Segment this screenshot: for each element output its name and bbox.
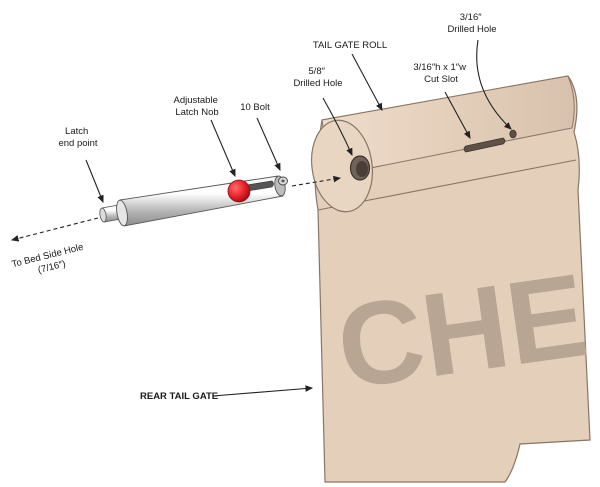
label-bolt: 10 Bolt [240,102,270,113]
label-large-drilled-hole: 5/8″ Drilled Hole [293,66,342,89]
rear-tail-gate-panel: CHE [311,75,595,483]
leader-large-hole [322,97,353,157]
leader-tail-gate-roll [351,53,383,111]
label-bed-side-hole: To Bed Side Hole (7/16″) [11,241,90,282]
leader-bolt [256,117,281,172]
leader-cut-slot [444,91,471,139]
label-rear-tail-gate: REAR TAIL GATE [140,391,218,402]
leader-latch-nob [210,119,236,178]
bolt-10 [278,176,288,186]
bed-side-hole-guide [10,217,99,242]
label-adjustable-latch-nob: Adjustable Latch Nob [173,95,220,118]
label-latch-end-point: Latch end point [58,126,97,149]
leader-small-hole [476,39,512,130]
roll-hole-guide [291,175,342,187]
latch-assembly [99,175,288,227]
label-tail-gate-roll: TAIL GATE ROLL [313,40,387,51]
leader-latch-end-point [85,159,104,204]
leader-rear-tail-gate [212,385,314,397]
label-small-drilled-hole: 3/16″ Drilled Hole [447,12,496,35]
cut-slot [463,137,506,153]
label-cut-slot: 3/16″h x 1″w Cut Slot [413,62,468,85]
latch-knob [227,179,251,203]
small-drilled-hole [509,129,517,139]
